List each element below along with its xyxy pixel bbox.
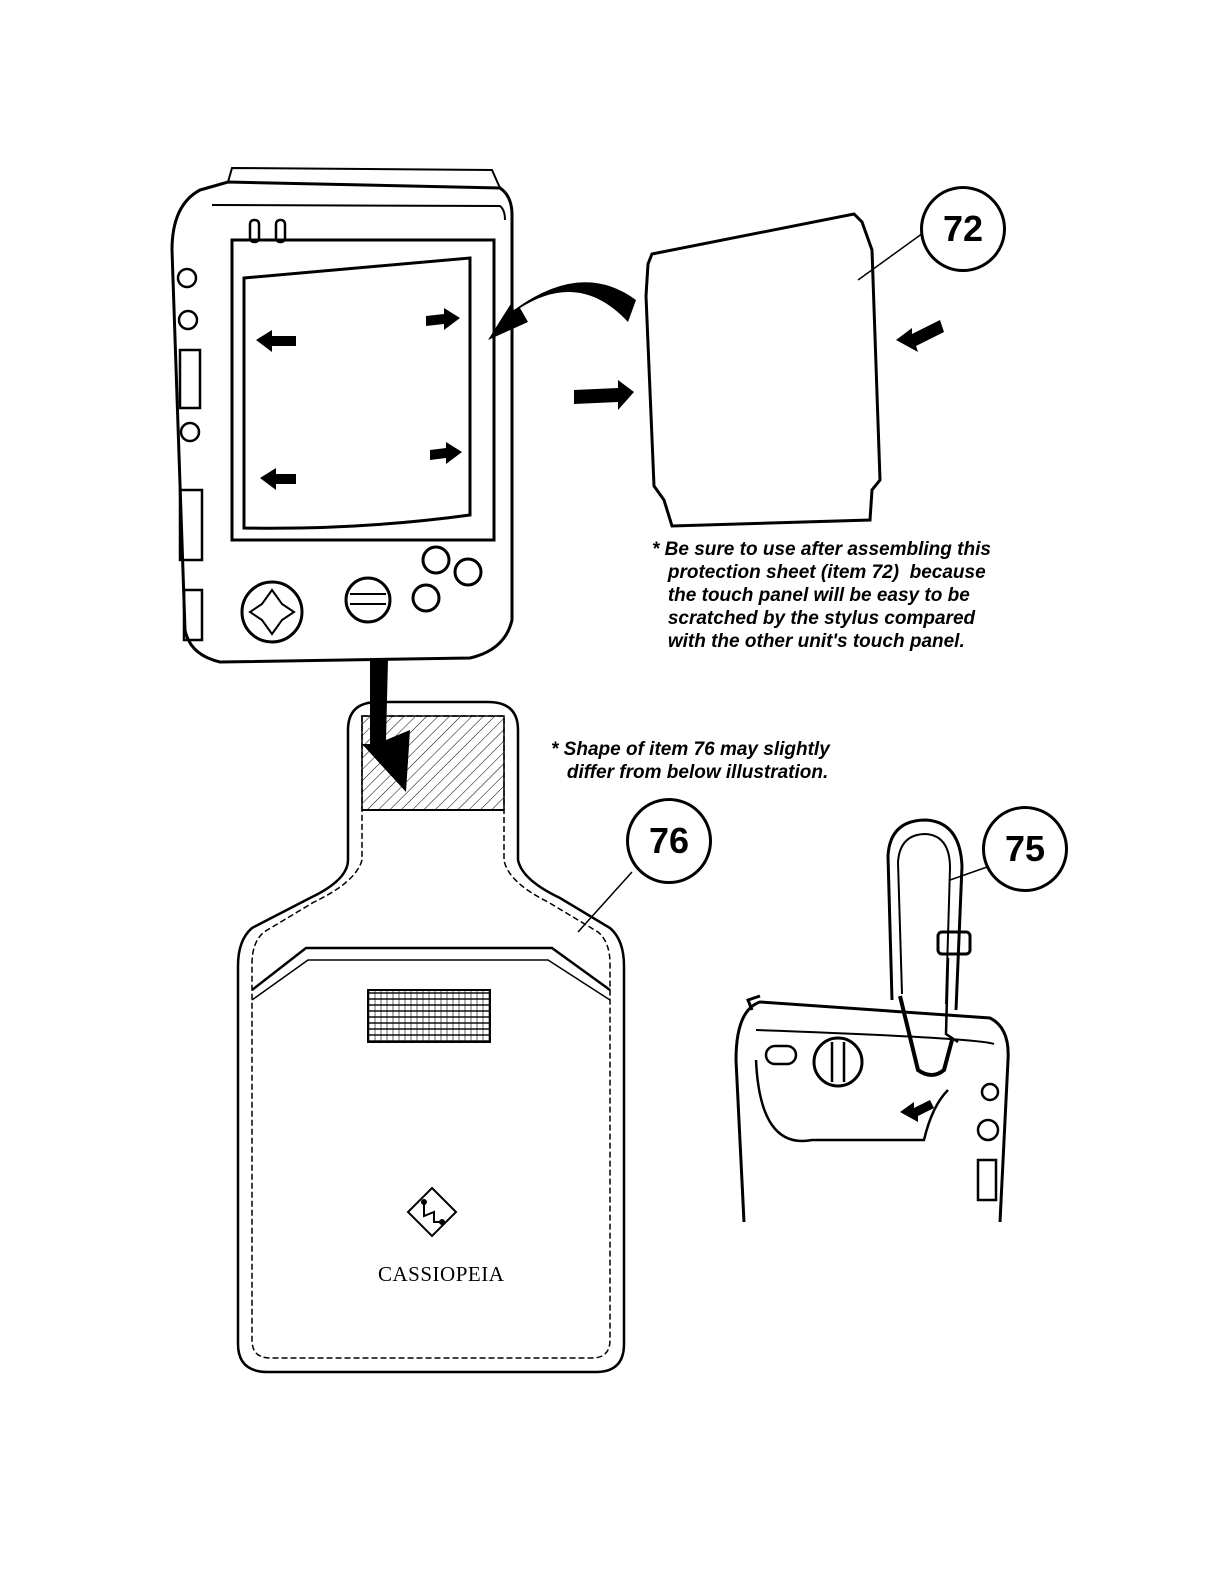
touch-panel bbox=[244, 258, 470, 528]
hardware-buttons bbox=[242, 547, 481, 642]
pda-top-with-strap bbox=[736, 820, 1008, 1222]
arrow-icon bbox=[256, 308, 944, 490]
cassiopeia-diamond-logo bbox=[408, 1188, 456, 1236]
callout-75: 75 bbox=[982, 806, 1068, 892]
callout-72: 72 bbox=[920, 186, 1006, 272]
case-top-window bbox=[362, 716, 504, 810]
protection-sheet-note: * Be sure to use after assembling this p… bbox=[652, 538, 991, 653]
pda-device bbox=[172, 168, 512, 662]
case-label-patch bbox=[368, 990, 490, 1042]
side-buttons bbox=[178, 269, 202, 640]
screen-frame bbox=[232, 240, 494, 540]
protection-sheet bbox=[646, 214, 930, 526]
arrow-icon bbox=[900, 1100, 934, 1122]
callout-76: 76 bbox=[626, 798, 712, 884]
case-shape-note: * Shape of item 76 may slightly differ f… bbox=[551, 738, 830, 784]
case-brand-text: CASSIOPEIA bbox=[378, 1262, 504, 1287]
arrow-icon bbox=[488, 282, 636, 340]
